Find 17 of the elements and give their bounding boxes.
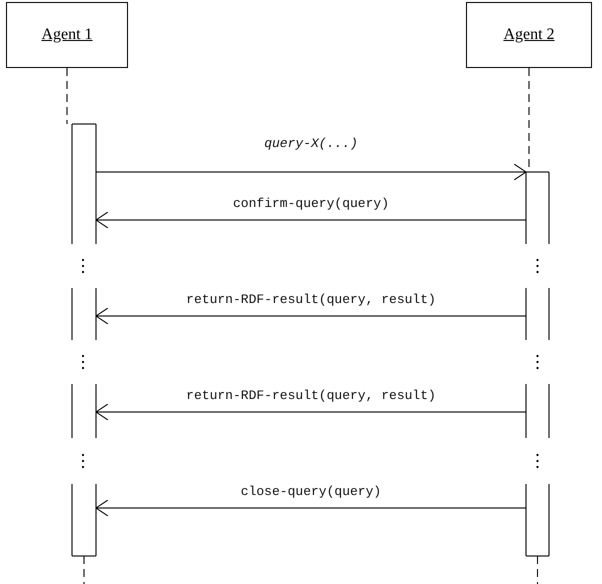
agent-name: Agent 2 <box>503 26 555 44</box>
agent-name: Agent 1 <box>41 26 93 44</box>
lifeline-head-box <box>6 2 128 68</box>
message-arrow <box>96 212 526 228</box>
lifeline <box>66 68 68 124</box>
message-arrow <box>96 308 526 324</box>
message-label: return-RDF-result(query, result) <box>186 292 436 307</box>
message-label: return-RDF-result(query, result) <box>186 388 436 403</box>
message-label: confirm-query(query) <box>232 196 390 211</box>
activation-bar <box>72 124 96 556</box>
message-arrow <box>96 164 526 180</box>
message-label: query-X(...) <box>264 136 358 151</box>
activation-bar <box>526 172 549 556</box>
message-arrow <box>96 404 526 420</box>
message-arrow <box>96 500 526 516</box>
message-label: close-query(query) <box>240 484 382 499</box>
lifeline-head-box <box>466 2 592 68</box>
